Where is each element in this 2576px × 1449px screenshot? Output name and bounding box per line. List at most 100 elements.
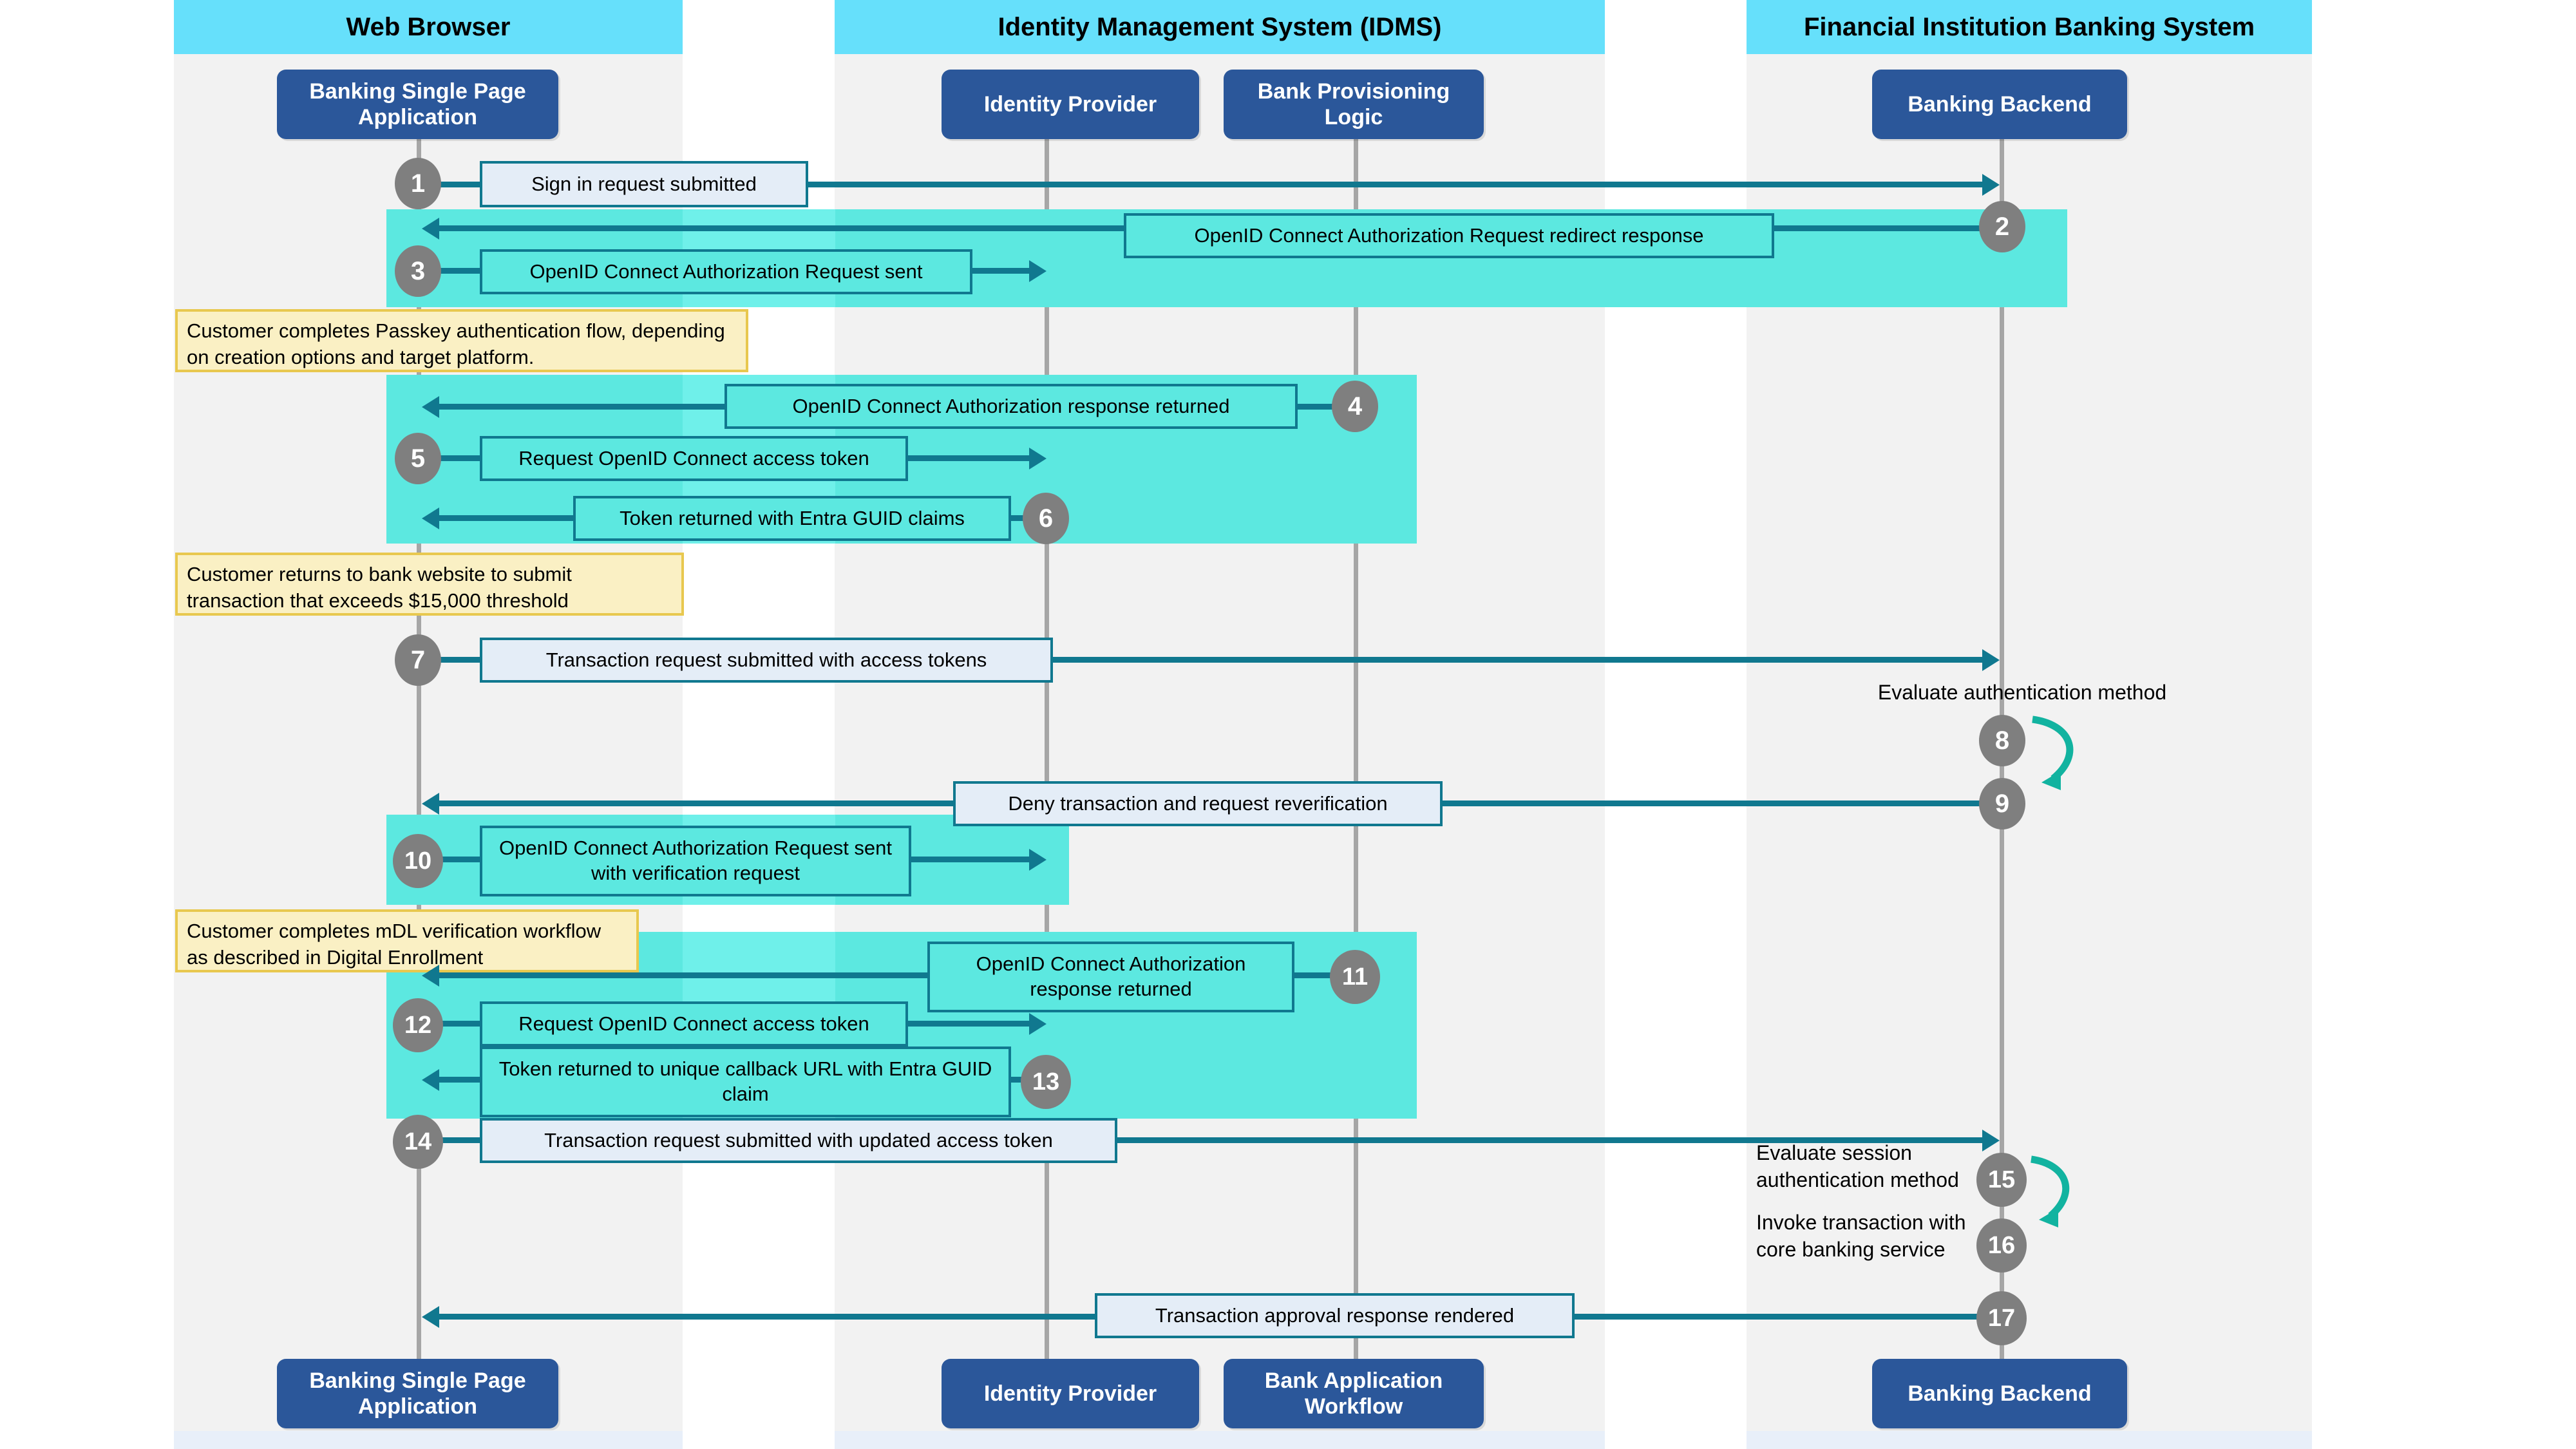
message-step-14-label: Transaction request submitted with updat… xyxy=(544,1128,1053,1151)
arrow-head-step-3 xyxy=(1029,260,1046,282)
message-step-10-label: OpenID Connect Authorization Request sen… xyxy=(498,837,893,884)
message-step-7: Transaction request submitted with acces… xyxy=(480,638,1053,683)
step-marker-6: 6 xyxy=(1023,493,1069,544)
lane-footer-web-browser xyxy=(174,1431,683,1449)
step-marker-15-number: 15 xyxy=(1987,1166,2016,1193)
step-marker-8-number: 8 xyxy=(1994,726,2010,755)
lifeline-spa xyxy=(417,129,421,1385)
arrow-head-step-9 xyxy=(422,793,439,815)
message-step-6-label: Token returned with Entra GUID claims xyxy=(620,506,965,529)
message-step-3-label: OpenID Connect Authorization Request sen… xyxy=(529,260,923,283)
message-step-6: Token returned with Entra GUID claims xyxy=(573,496,1011,541)
message-step-12: Request OpenID Connect access token xyxy=(480,1001,908,1046)
step-marker-14-number: 14 xyxy=(404,1128,432,1155)
step-marker-16: 16 xyxy=(1976,1218,2027,1273)
message-step-11-label: OpenID Connect Authorization response re… xyxy=(976,952,1246,1000)
actor-top-bpl[interactable]: Bank Provisioning Logic xyxy=(1224,70,1484,139)
message-step-5-label: Request OpenID Connect access token xyxy=(518,446,869,469)
arrow-head-step-10 xyxy=(1029,849,1046,871)
arrow-step-14 xyxy=(419,1137,1984,1143)
lane-footer-financial xyxy=(1747,1431,2312,1449)
message-step-12-label: Request OpenID Connect access token xyxy=(518,1012,869,1035)
step-marker-6-number: 6 xyxy=(1038,504,1054,533)
arrow-head-step-2 xyxy=(422,218,439,240)
step-marker-16-number: 16 xyxy=(1987,1231,2016,1259)
arrow-head-step-1 xyxy=(1982,174,2000,196)
actor-top-spa[interactable]: Banking Single Page Application xyxy=(277,70,558,139)
step-marker-10-number: 10 xyxy=(404,847,432,875)
message-step-17: Transaction approval response rendered xyxy=(1095,1293,1575,1338)
step-marker-7: 7 xyxy=(395,634,441,686)
actor-bottom-spa[interactable]: Banking Single Page Application xyxy=(277,1359,558,1428)
actor-top-bpl-label: Bank Provisioning Logic xyxy=(1257,79,1450,129)
label-eval-session: Evaluate session authentication method xyxy=(1756,1140,1969,1193)
step-marker-17: 17 xyxy=(1976,1291,2027,1345)
message-step-1-label: Sign in request submitted xyxy=(531,172,757,195)
actor-bottom-baw[interactable]: Bank Application Workflow xyxy=(1224,1359,1484,1428)
lane-header-financial: Financial Institution Banking System xyxy=(1747,0,2312,54)
arrow-step-7 xyxy=(419,657,1984,663)
message-step-4: OpenID Connect Authorization response re… xyxy=(724,384,1298,429)
step-marker-1: 1 xyxy=(395,158,441,209)
arrow-head-step-14 xyxy=(1982,1130,2000,1151)
step-marker-13-number: 13 xyxy=(1032,1068,1060,1095)
message-step-3: OpenID Connect Authorization Request sen… xyxy=(480,249,972,294)
step-marker-8: 8 xyxy=(1979,715,2025,766)
step-marker-12-number: 12 xyxy=(404,1011,432,1039)
message-step-13: Token returned to unique callback URL wi… xyxy=(480,1046,1011,1117)
actor-top-backend[interactable]: Banking Backend xyxy=(1872,70,2127,139)
note-threshold: Customer returns to bank website to subm… xyxy=(175,553,684,616)
lane-footer-idms xyxy=(835,1431,1605,1449)
selfloop-step-15 xyxy=(2031,1155,2070,1227)
lane-title-financial: Financial Institution Banking System xyxy=(1803,12,2255,41)
actor-top-backend-label: Banking Backend xyxy=(1908,91,2092,117)
arrow-step-1 xyxy=(419,182,1984,187)
message-step-5: Request OpenID Connect access token xyxy=(480,436,908,481)
note-mdl: Customer completes mDL verification work… xyxy=(175,909,639,972)
message-step-13-label: Token returned to unique callback URL wi… xyxy=(498,1057,992,1105)
note-passkey: Customer completes Passkey authenticatio… xyxy=(175,309,748,372)
step-marker-12: 12 xyxy=(393,998,443,1052)
message-step-17-label: Transaction approval response rendered xyxy=(1155,1303,1515,1327)
message-step-1: Sign in request submitted xyxy=(480,161,808,207)
step-marker-4: 4 xyxy=(1332,381,1378,432)
note-mdl-text: Customer completes mDL verification work… xyxy=(187,920,601,969)
note-threshold-text: Customer returns to bank website to subm… xyxy=(187,563,572,612)
step-marker-17-number: 17 xyxy=(1987,1304,2016,1332)
actor-bottom-backend[interactable]: Banking Backend xyxy=(1872,1359,2127,1428)
lifeline-bpl xyxy=(1354,129,1358,1385)
actor-bottom-backend-label: Banking Backend xyxy=(1908,1381,2092,1406)
step-marker-4-number: 4 xyxy=(1347,392,1363,421)
arrow-head-step-13 xyxy=(422,1069,439,1091)
actor-top-idp-label: Identity Provider xyxy=(983,91,1157,117)
label-eval-auth-text: Evaluate authentication method xyxy=(1877,681,2167,704)
lane-header-web-browser: Web Browser xyxy=(174,0,683,54)
lifeline-idp xyxy=(1045,129,1049,1385)
message-step-9-label: Deny transaction and request reverificat… xyxy=(1008,791,1388,815)
step-marker-3-number: 3 xyxy=(410,256,426,285)
lane-title-web-browser: Web Browser xyxy=(346,12,511,41)
step-marker-5-number: 5 xyxy=(410,444,426,473)
step-marker-1-number: 1 xyxy=(410,169,426,198)
actor-bottom-idp[interactable]: Identity Provider xyxy=(942,1359,1199,1428)
step-marker-9: 9 xyxy=(1979,778,2025,829)
lane-header-idms: Identity Management System (IDMS) xyxy=(835,0,1605,54)
actor-bottom-spa-label: Banking Single Page Application xyxy=(309,1368,526,1419)
step-marker-10: 10 xyxy=(393,834,443,888)
arrow-step-11 xyxy=(438,972,1359,978)
arrow-head-step-5 xyxy=(1029,448,1046,469)
step-marker-5: 5 xyxy=(395,433,441,484)
message-step-14: Transaction request submitted with updat… xyxy=(480,1118,1117,1163)
arrow-head-step-6 xyxy=(422,507,439,529)
message-step-10: OpenID Connect Authorization Request sen… xyxy=(480,826,911,896)
step-marker-2: 2 xyxy=(1979,201,2025,252)
actor-top-spa-label: Banking Single Page Application xyxy=(309,79,526,129)
message-step-2-label: OpenID Connect Authorization Request red… xyxy=(1194,223,1704,247)
step-marker-14: 14 xyxy=(393,1115,443,1169)
message-step-4-label: OpenID Connect Authorization response re… xyxy=(792,394,1230,417)
actor-bottom-idp-label: Identity Provider xyxy=(983,1381,1157,1406)
step-marker-11-number: 11 xyxy=(1341,963,1368,990)
actor-top-idp[interactable]: Identity Provider xyxy=(942,70,1199,139)
label-invoke-core-text: Invoke transaction with core banking ser… xyxy=(1756,1211,1966,1261)
